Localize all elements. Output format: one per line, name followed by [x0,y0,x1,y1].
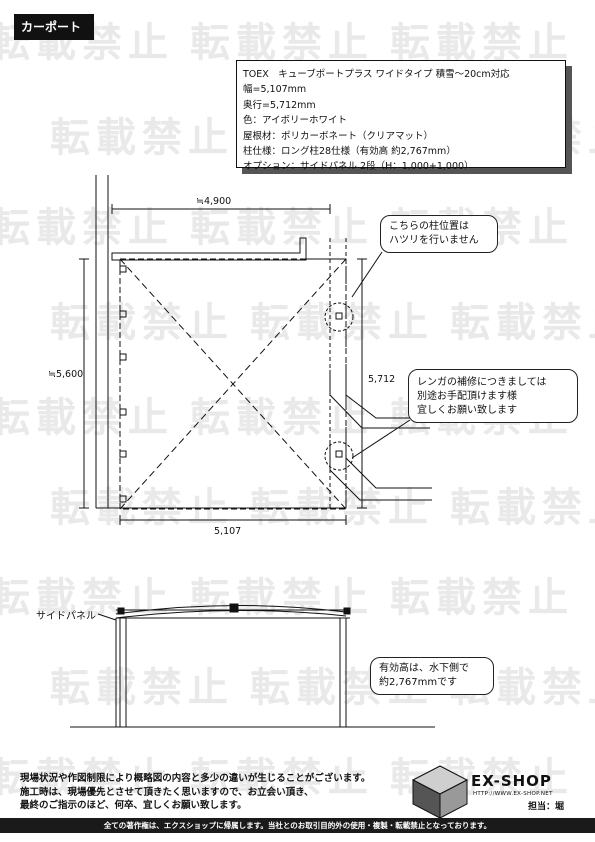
pillar-highlight-circle [324,441,354,471]
brick-wall-line [329,370,430,429]
pillar-markers [119,265,343,503]
shop-logo-text: EX-SHOP [471,772,552,790]
dim-label-left: ≒5,600 [48,369,84,380]
spec-line-depth: 奥行=5,712mm [243,99,316,111]
brick-wall-line [345,370,430,419]
dim-label-bottom: 5,107 [214,526,242,537]
footer-notes: 現場状況や作図制限により概略図の内容と多少の違いが生じることがございます。 施工… [20,773,371,812]
shop-logo-cube [411,765,469,819]
page-title: カーポート [14,14,94,40]
height-callout: 有効高は、水下側で 約2,767mmです [370,657,494,695]
spec-line-pillar: 柱仕様：ロング柱28仕様（有効高 約2,767mm） [243,146,456,158]
side-panel-label: サイドパネル [36,611,96,622]
front-beam [111,237,307,261]
spec-line-color: 色：アイボリーホワイト [243,115,348,127]
spec-line-width: 幅=5,107mm [243,84,307,96]
spec-line-option: オプション：サイドパネル 2段（H：1,000+1,000） [243,161,474,173]
brick-callout: レンガの補修につきましては 別途お手配頂けます様 宜しくお願い致します [408,369,578,423]
copyright-bar: 全ての著作権は、エクスショップに帰属します。当社とのお取引目的外の使用・複製・転… [0,818,595,833]
roof-diagonal [119,258,347,510]
spec-line-roof: 屋根材：ポリカーボネート（クリアマット） [243,130,434,142]
elevation-post-right [339,617,347,728]
pillar-highlight-circle [324,302,354,332]
spec-box: TOEX キューブポートプラス ワイドタイプ 積雪～20cm対応 幅=5,107… [236,60,566,172]
spec-line-product: TOEX キューブポートプラス ワイドタイプ 積雪～20cm対応 [243,69,510,80]
shop-url: HTTP://WWW.EX-SHOP.NET [473,791,553,797]
elevation-post-left [119,617,127,728]
dim-label-right: 5,712 [368,374,396,385]
staff-label: 担当：堀 [528,802,565,812]
pillar-callout: こちらの柱位置は ハツリを行いません [380,215,498,253]
dim-label-top: ≒4,900 [196,196,232,207]
